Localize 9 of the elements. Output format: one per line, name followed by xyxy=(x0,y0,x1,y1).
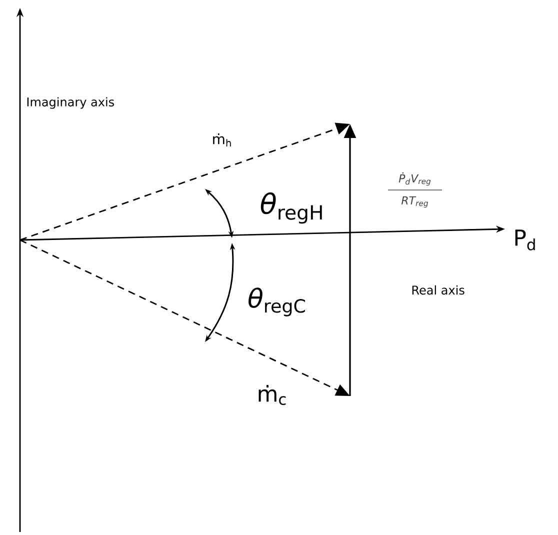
axis-label: P$_{d}$ xyxy=(515,230,535,250)
vector-label: ṁ$_{h}$ xyxy=(213,133,231,147)
angle-label: θ$_{regC}$ xyxy=(248,288,305,316)
axis-label: Imaginary axis xyxy=(27,97,114,109)
axis-label: Real axis xyxy=(412,285,464,295)
formula-denominator: RT$_{reg}$ xyxy=(401,196,428,208)
angle-label: θ$_{regH}$ xyxy=(260,192,322,224)
vector-label: ṁ$_{c}$ xyxy=(258,384,286,405)
formula-numerator: Ṗ$_{d}$V$_{reg}$ xyxy=(398,172,431,186)
